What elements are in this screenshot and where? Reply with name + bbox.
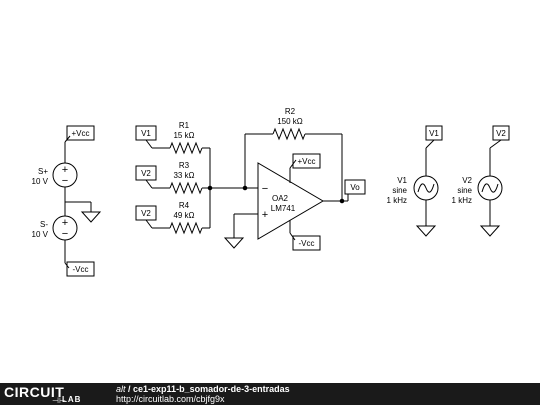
resistor-r2[interactable] xyxy=(272,127,306,141)
circuitlab-logo-icon: ⊣⊢ xyxy=(52,396,66,405)
resistor-r4[interactable] xyxy=(169,221,203,235)
source-v1[interactable] xyxy=(413,125,443,237)
source-v2[interactable] xyxy=(477,125,510,237)
input-tag-v2-b[interactable] xyxy=(135,205,157,229)
output-tag-vo-label: Vo xyxy=(350,183,360,192)
source-v2-freq: 1 kHz xyxy=(452,196,472,205)
plus-vcc-label-supply: +Vcc xyxy=(71,129,89,138)
output-tag-vo[interactable] xyxy=(344,179,366,201)
minus-vcc-label-supply: -Vcc xyxy=(73,265,89,274)
minus-vcc-tag-opamp xyxy=(292,235,321,251)
circuit-url[interactable]: http://circuitlab.com/cbjfg9x xyxy=(116,394,225,404)
source-v1-name: V1 xyxy=(397,176,407,185)
author-name[interactable]: alt xyxy=(116,384,126,394)
source-v2-name: V2 xyxy=(462,176,472,185)
source-v2-type: sine xyxy=(457,186,472,195)
input-tag-v2-a[interactable] xyxy=(135,165,157,189)
resistor-r1[interactable] xyxy=(169,141,203,155)
r2-name: R2 xyxy=(285,107,296,116)
plus-vcc-label-opamp: +Vcc xyxy=(297,157,315,166)
s-minus-name: S- xyxy=(40,220,48,229)
footer-bar: CIRCUIT ⊣⊢ LAB alt / ce1-exp11-b_somador… xyxy=(0,383,540,405)
circuitlab-logo-text[interactable]: CIRCUIT xyxy=(4,384,65,400)
opamp-ground-symbol xyxy=(223,237,245,249)
r2-value: 150 kΩ xyxy=(277,117,303,126)
s-plus-sign-plus: + xyxy=(62,164,68,176)
r1-name: R1 xyxy=(179,121,190,130)
r4-value: 49 kΩ xyxy=(173,211,194,220)
source-v1-ground-symbol xyxy=(415,225,437,237)
source-v2-ground-symbol xyxy=(479,225,501,237)
input-tag-v1-label: V1 xyxy=(141,129,151,138)
source-v1-freq: 1 kHz xyxy=(387,196,407,205)
s-plus-name: S+ xyxy=(38,167,48,176)
input-tag-v2-b-label: V2 xyxy=(141,209,151,218)
s-minus-sign-minus: − xyxy=(62,228,68,240)
source-v1-tag-label: V1 xyxy=(429,129,439,138)
title-separator: / xyxy=(125,384,134,394)
r3-name: R3 xyxy=(179,161,190,170)
plus-vcc-tag-opamp xyxy=(292,153,321,169)
minus-vcc-tag-supply xyxy=(64,261,95,277)
plus-vcc-tag-supply xyxy=(64,125,95,143)
s-minus-value: 10 V xyxy=(32,230,49,239)
opamp-part: LM741 xyxy=(271,204,296,213)
minus-vcc-label-opamp: -Vcc xyxy=(299,239,315,248)
circuit-title-line: alt / ce1-exp11-b_somador-de-3-entradas xyxy=(116,384,290,394)
r4-name: R4 xyxy=(179,201,190,210)
source-v2-tag-label: V2 xyxy=(496,129,506,138)
source-v1-type: sine xyxy=(392,186,407,195)
s-plus-sign-minus: − xyxy=(62,175,68,187)
opamp-noninv-sign: + xyxy=(262,209,268,221)
input-tag-v2-a-label: V2 xyxy=(141,169,151,178)
opamp-name: OA2 xyxy=(272,194,289,203)
circuitlab-logo-lab: LAB xyxy=(62,395,82,404)
resistor-r3[interactable] xyxy=(169,181,203,195)
circuit-title[interactable]: ce1-exp11-b_somador-de-3-entradas xyxy=(133,384,290,394)
r1-value: 15 kΩ xyxy=(173,131,194,140)
input-tag-v1[interactable] xyxy=(135,125,157,149)
ground-symbol xyxy=(80,211,102,223)
opamp-inv-sign: − xyxy=(262,183,268,195)
s-plus-value: 10 V xyxy=(32,177,49,186)
r3-value: 33 kΩ xyxy=(173,171,194,180)
s-minus-sign-plus: + xyxy=(62,217,68,229)
